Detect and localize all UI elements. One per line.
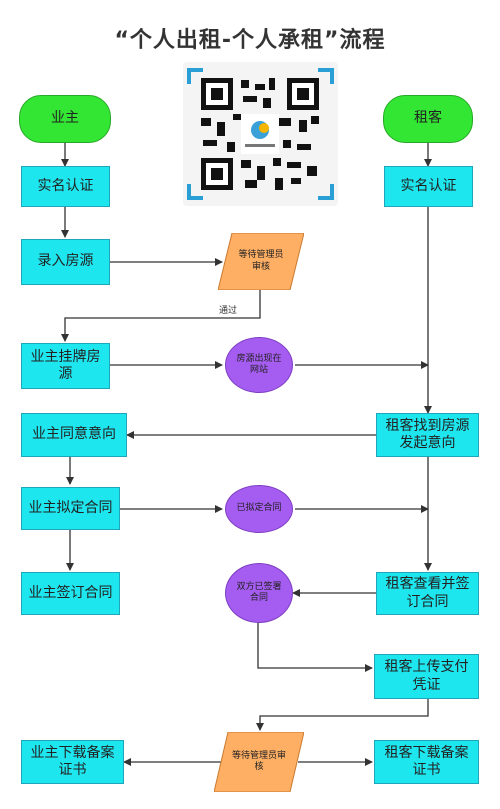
edge-review-to-list <box>61 290 261 342</box>
page-title: “个人出租-个人承租”流程 <box>114 28 386 53</box>
tenant-download-box: 租客下载备案证书 <box>374 740 479 784</box>
admin-review-2-parallelogram: 等待管理员审核 <box>214 732 304 792</box>
owner-download-box: 业主下载备案证书 <box>21 740 124 784</box>
drafted-event: 已拟定合同 <box>225 485 293 533</box>
owner-sign-box: 业主签订合同 <box>21 572 120 615</box>
owner-list-box: 业主挂牌房源 <box>21 343 110 389</box>
tenant-verify-box: 实名认证 <box>384 166 473 207</box>
listing-on-site-event: 房源出现在网站 <box>225 337 293 393</box>
both-signed-event: 双方已签署合同 <box>225 563 293 623</box>
admin-review-1-parallelogram: 等待管理员审核 <box>218 233 304 290</box>
owner-verify-box: 实名认证 <box>21 166 110 207</box>
start-tenant: 租客 <box>383 95 473 143</box>
owner-draft-box: 业主拟定合同 <box>21 487 120 530</box>
start-owner: 业主 <box>19 95 111 143</box>
tenant-review-sign-box: 租客查看并签订合同 <box>376 572 479 615</box>
edge-upload-to-review <box>256 699 429 731</box>
tenant-find-box: 租客找到房源发起意向 <box>376 413 479 457</box>
approved-label: 通过 <box>219 306 238 316</box>
enter-listing-box: 录入房源 <box>21 239 110 285</box>
owner-agree-box: 业主同意意向 <box>21 413 127 457</box>
tenant-upload-box: 租客上传支付凭证 <box>374 654 479 699</box>
qr-code-icon <box>183 62 338 206</box>
edge-both-to-upload <box>257 623 373 672</box>
